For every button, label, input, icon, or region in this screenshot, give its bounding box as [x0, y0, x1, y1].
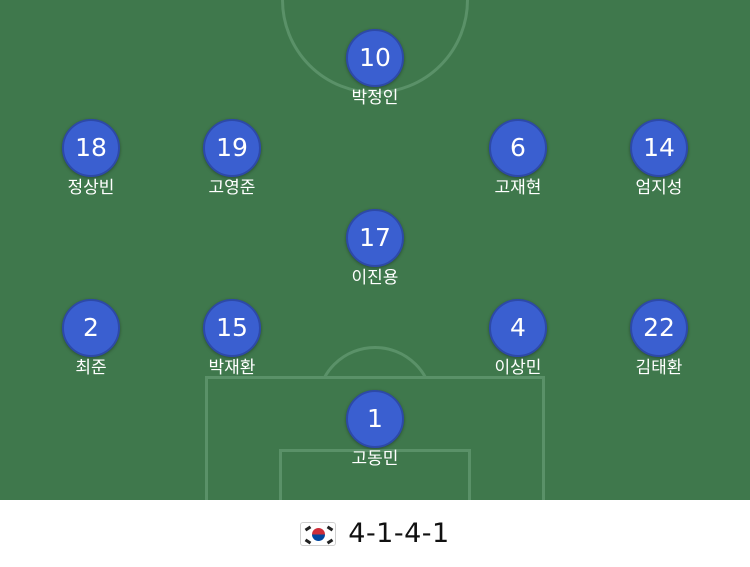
player-number: 10 [346, 29, 404, 87]
player-number: 14 [630, 119, 688, 177]
player-number: 4 [489, 299, 547, 357]
player-number: 1 [346, 390, 404, 448]
player-name: 정상빈 [67, 178, 115, 198]
player-right-midfielder[interactable]: 6 고재현 [458, 119, 578, 198]
formation-label: 4-1-4-1 [348, 518, 450, 549]
goal-box [279, 449, 471, 500]
player-striker[interactable]: 10 박정인 [315, 29, 435, 108]
player-number: 22 [630, 299, 688, 357]
player-name: 박정인 [351, 88, 399, 108]
player-name: 김태환 [635, 358, 683, 378]
player-number: 17 [346, 209, 404, 267]
player-number: 18 [62, 119, 120, 177]
player-name: 엄지성 [635, 178, 683, 198]
player-left-wing[interactable]: 18 정상빈 [31, 119, 151, 198]
player-number: 6 [489, 119, 547, 177]
player-right-wing[interactable]: 14 엄지성 [599, 119, 719, 198]
player-number: 19 [203, 119, 261, 177]
player-name: 고재현 [494, 178, 542, 198]
formation-footer: 4-1-4-1 [0, 500, 750, 567]
south-korea-flag-icon [300, 521, 337, 546]
player-left-center-back[interactable]: 15 박재환 [172, 299, 292, 378]
player-name: 이상민 [494, 358, 542, 378]
player-name: 고동민 [351, 449, 399, 469]
player-right-back[interactable]: 22 김태환 [599, 299, 719, 378]
player-name: 고영준 [208, 178, 256, 198]
pitch: 10 박정인 18 정상빈 19 고영준 6 고재현 14 엄지성 17 이진용… [0, 0, 750, 500]
player-goalkeeper[interactable]: 1 고동민 [315, 390, 435, 469]
player-name: 이진용 [351, 268, 399, 288]
player-number: 2 [62, 299, 120, 357]
player-defensive-midfielder[interactable]: 17 이진용 [315, 209, 435, 288]
player-name: 박재환 [208, 358, 256, 378]
penalty-box [205, 376, 545, 500]
player-right-center-back[interactable]: 4 이상민 [458, 299, 578, 378]
player-number: 15 [203, 299, 261, 357]
player-name: 최준 [75, 358, 107, 378]
player-left-midfielder[interactable]: 19 고영준 [172, 119, 292, 198]
player-left-back[interactable]: 2 최준 [31, 299, 151, 378]
